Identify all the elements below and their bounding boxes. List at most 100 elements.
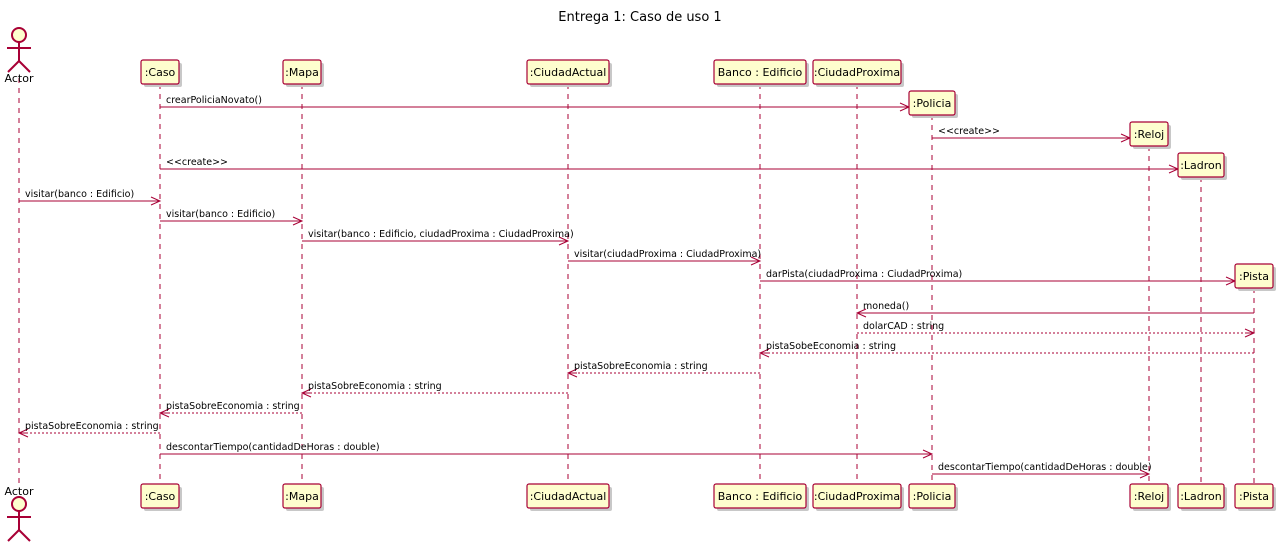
participant-box	[812, 483, 902, 509]
participant-box	[526, 59, 610, 85]
message-label: dolarCAD : string	[863, 321, 944, 332]
message-1: crearPoliciaNovato()	[160, 95, 911, 112]
message-label: pistaSobeEconomia : string	[766, 341, 896, 352]
participant-label: :Caso	[145, 66, 176, 79]
participant-label: Banco : Edificio	[718, 490, 803, 503]
message-15: pistaSobreEconomia : string	[17, 421, 160, 438]
participant-label: :Ladron	[1180, 490, 1222, 503]
participant-box	[1177, 152, 1225, 178]
message-label: <<create>>	[938, 126, 1000, 137]
participant-pista-top: :Pista	[1234, 263, 1276, 291]
message-label: descontarTiempo(cantidadDeHoras : double…	[166, 442, 380, 453]
participant-label: :Ladron	[1180, 159, 1222, 172]
message-label: visitar(banco : Edificio)	[25, 189, 134, 200]
participant-box	[140, 483, 180, 509]
message-3: <<create>>	[160, 157, 1180, 174]
message-5: visitar(banco : Edificio)	[160, 209, 304, 226]
participant-banco-bottom: Banco : Edificio	[713, 483, 809, 511]
diagram-title: Entrega 1: Caso de uso 1	[558, 10, 721, 25]
participant-box	[1234, 263, 1274, 289]
participant-ciudadproxima-bottom: :CiudadProxima	[812, 483, 904, 511]
participant-box	[1129, 483, 1169, 509]
participant-box	[282, 59, 322, 85]
participant-ciudadproxima-top: :CiudadProxima	[812, 59, 904, 87]
participant-mapa-bottom: :Mapa	[282, 483, 324, 511]
participant-label: :CiudadActual	[530, 490, 607, 503]
participant-reloj-top: :Reloj	[1129, 121, 1171, 149]
participant-label: :Mapa	[285, 66, 319, 79]
message-label: darPista(ciudadProxima : CiudadProxima)	[766, 269, 962, 280]
participants-bottom: Actor :Caso :Mapa :CiudadActual Banco : Edif…	[5, 483, 1276, 542]
message-9: moneda()	[855, 301, 1254, 318]
message-6: visitar(banco : Edificio, ciudadProxima …	[302, 229, 574, 246]
message-label: <<create>>	[166, 157, 228, 168]
actor-bottom: Actor	[5, 485, 34, 542]
message-label: visitar(ciudadProxima : CiudadProxima)	[574, 249, 761, 260]
participant-box	[1234, 483, 1274, 509]
actor-label: Actor	[5, 72, 34, 85]
participant-box	[812, 59, 902, 85]
message-label: visitar(banco : Edificio)	[166, 209, 275, 220]
message-11: pistaSobeEconomia : string	[758, 341, 1254, 358]
participant-caso-bottom: :Caso	[140, 483, 182, 511]
message-label: visitar(banco : Edificio, ciudadProxima …	[308, 229, 574, 240]
participant-policia-bottom: :Policia	[908, 483, 958, 511]
participant-ciudadactual-bottom: :CiudadActual	[526, 483, 612, 511]
participant-mapa-top: :Mapa	[282, 59, 324, 87]
participant-box	[1177, 483, 1225, 509]
participant-label: :Caso	[145, 490, 176, 503]
message-label: moneda()	[863, 301, 909, 312]
participant-reloj-bottom: :Reloj	[1129, 483, 1171, 511]
participant-box	[908, 483, 956, 509]
participant-box	[140, 59, 180, 85]
actor-top: Actor	[5, 27, 34, 85]
participant-box	[526, 483, 610, 509]
participant-label: :CiudadProxima	[814, 490, 900, 503]
actor-stick-figure-icon	[7, 27, 31, 73]
participant-box	[1129, 121, 1169, 147]
message-14: pistaSobreEconomia : string	[158, 401, 302, 418]
participant-label: Banco : Edificio	[718, 66, 803, 79]
participant-label: :Mapa	[285, 490, 319, 503]
participant-label: :Policia	[913, 97, 952, 110]
participant-box	[713, 483, 807, 509]
message-12: pistaSobreEconomia : string	[566, 361, 760, 378]
message-16: descontarTiempo(cantidadDeHoras : double…	[160, 442, 934, 459]
participant-label: :Reloj	[1134, 128, 1164, 141]
actor-label: Actor	[5, 485, 34, 498]
message-label: pistaSobreEconomia : string	[574, 361, 708, 372]
message-label: pistaSobreEconomia : string	[25, 421, 159, 432]
participant-ladron-top: :Ladron	[1177, 152, 1227, 180]
message-7: visitar(ciudadProxima : CiudadProxima)	[568, 249, 762, 266]
participant-pista-bottom: :Pista	[1234, 483, 1276, 511]
message-label: pistaSobreEconomia : string	[166, 401, 300, 412]
participant-label: :Reloj	[1134, 490, 1164, 503]
participant-label: :CiudadProxima	[814, 66, 900, 79]
participant-label: :Pista	[1239, 270, 1269, 283]
participants-top: Actor :Caso :Mapa :CiudadActual Banco : Edif…	[5, 27, 1276, 291]
participant-box	[908, 90, 956, 116]
message-2: <<create>>	[932, 126, 1132, 143]
message-10: dolarCAD : string	[857, 321, 1256, 338]
participant-caso-top: :Caso	[140, 59, 182, 87]
participant-label: :Pista	[1239, 490, 1269, 503]
message-17: descontarTiempo(cantidadDeHoras : double…	[932, 462, 1152, 479]
message-13: pistaSobreEconomia : string	[300, 381, 568, 398]
participant-label: :CiudadActual	[530, 66, 607, 79]
participant-ladron-bottom: :Ladron	[1177, 483, 1227, 511]
lifelines	[18, 78, 1255, 484]
message-label: descontarTiempo(cantidadDeHoras : double…	[938, 462, 1152, 473]
participant-box	[282, 483, 322, 509]
participant-banco-top: Banco : Edificio	[713, 59, 809, 87]
message-8: darPista(ciudadProxima : CiudadProxima)	[760, 269, 1237, 286]
message-4: visitar(banco : Edificio)	[19, 189, 162, 206]
participant-label: :Policia	[913, 490, 952, 503]
participant-ciudadactual-top: :CiudadActual	[526, 59, 612, 87]
actor-stick-figure-icon	[7, 496, 31, 542]
message-label: crearPoliciaNovato()	[166, 95, 262, 106]
messages: crearPoliciaNovato() <<create>> <<create>>…	[17, 95, 1256, 479]
participant-box	[713, 59, 807, 85]
participant-policia-top: :Policia	[908, 90, 958, 118]
message-label: pistaSobreEconomia : string	[308, 381, 442, 392]
